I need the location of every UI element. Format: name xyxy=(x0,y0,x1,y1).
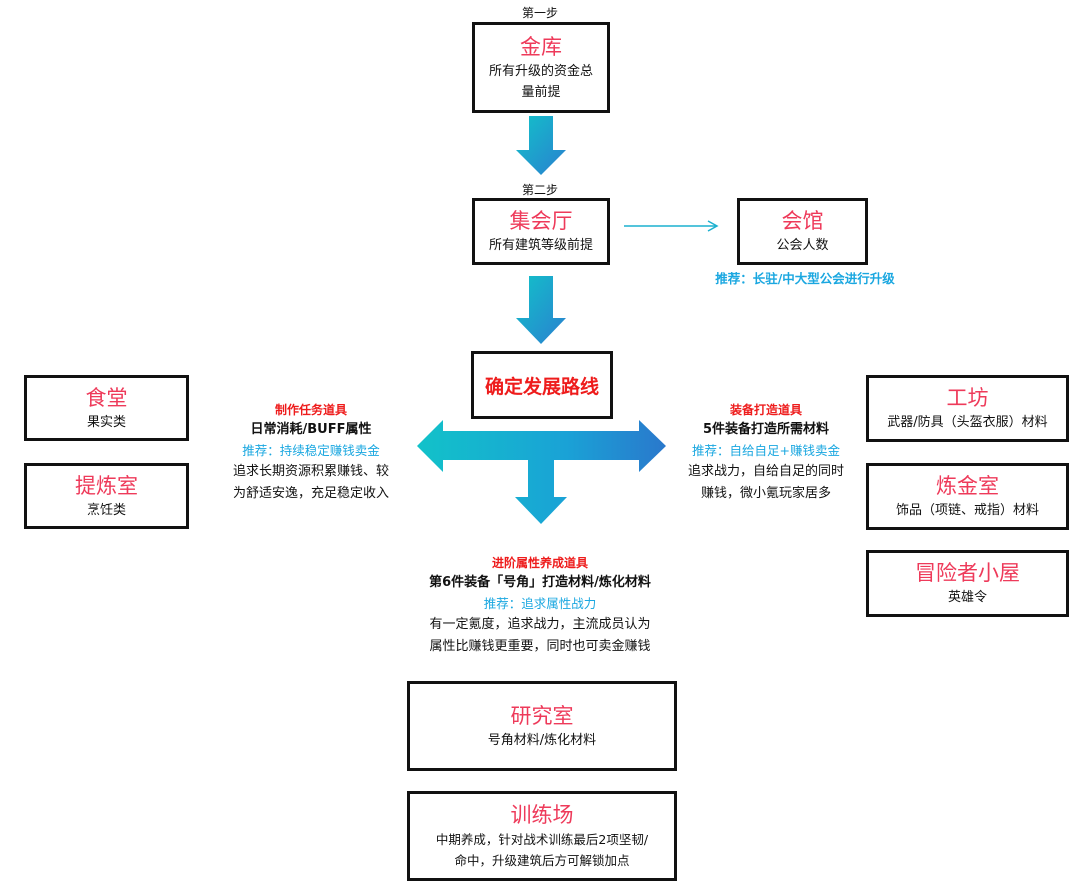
alchemy-node[interactable]: 炼金室 饰品（项链、戒指）材料 xyxy=(866,463,1069,530)
down-branch-desc-line2: 属性比赚钱更重要，同时也可卖金赚钱 xyxy=(429,639,651,654)
left-branch-text: 制作任务道具 日常消耗/BUFF属性 推荐：持续稳定赚钱卖金 追求长期资源积累赚… xyxy=(222,401,400,505)
left-branch-desc-line2: 为舒适安逸，充足稳定收入 xyxy=(232,486,389,501)
research-title: 研究室 xyxy=(510,703,574,728)
branch-arrow xyxy=(417,420,666,524)
down-arrow-1 xyxy=(516,116,566,175)
right-branch-heading: 装备打造道具 xyxy=(729,403,802,417)
refinery-node[interactable]: 提炼室 烹饪类 xyxy=(24,463,189,529)
route-node[interactable]: 确定发展路线 xyxy=(471,351,613,419)
down-branch-heading: 进阶属性养成道具 xyxy=(491,556,588,570)
canteen-desc: 果实类 xyxy=(86,414,126,430)
treasury-node[interactable]: 金库 所有升级的资金总 量前提 xyxy=(472,22,610,113)
left-branch-subheading: 日常消耗/BUFF属性 xyxy=(250,422,372,437)
assembly-hall-title: 集会厅 xyxy=(509,209,573,233)
step2-label: 第二步 xyxy=(521,183,558,197)
treasury-desc-line2: 量前提 xyxy=(521,84,561,100)
right-branch-text: 装备打造道具 5件装备打造所需材料 推荐：自给自足+赚钱卖金 追求战力，自给自足… xyxy=(676,401,856,505)
adventurer-node[interactable]: 冒险者小屋 英雄令 xyxy=(866,550,1069,617)
right-branch-recommend: 推荐：自给自足+赚钱卖金 xyxy=(692,443,840,458)
guild-hall-node[interactable]: 会馆 公会人数 xyxy=(737,198,868,265)
assembly-hall-desc: 所有建筑等级前提 xyxy=(488,238,593,253)
research-node[interactable]: 研究室 号角材料/炼化材料 xyxy=(407,681,677,771)
adventurer-title: 冒险者小屋 xyxy=(915,561,1020,585)
connector-arrowhead xyxy=(707,220,719,232)
down-branch-desc-line1: 有一定氪度，追求战力，主流成员认为 xyxy=(429,617,651,632)
training-desc-line2: 命中，升级建筑后方可解锁加点 xyxy=(454,853,630,868)
training-title: 训练场 xyxy=(510,803,574,827)
right-branch-desc-line1: 追求战力，自给自足的同时 xyxy=(687,464,844,479)
down-branch-recommend: 推荐：追求属性战力 xyxy=(483,596,597,611)
right-branch-subheading: 5件装备打造所需材料 xyxy=(702,422,830,437)
research-desc: 号角材料/炼化材料 xyxy=(487,732,597,748)
workshop-desc: 武器/防具（头盔衣服）材料 xyxy=(887,415,1048,430)
workshop-title: 工坊 xyxy=(946,386,989,410)
training-desc-line1: 中期养成，针对战术训练最后2项坚韧/ xyxy=(435,832,649,847)
right-branch-desc-line2: 赚钱，微小氪玩家居多 xyxy=(700,486,831,501)
refinery-desc: 烹饪类 xyxy=(86,502,126,518)
refinery-title: 提炼室 xyxy=(75,473,138,498)
canteen-node[interactable]: 食堂 果实类 xyxy=(24,375,189,441)
adventurer-desc: 英雄令 xyxy=(947,590,987,605)
training-node[interactable]: 训练场 中期养成，针对战术训练最后2项坚韧/ 命中，升级建筑后方可解锁加点 xyxy=(407,791,677,881)
down-arrow-2 xyxy=(516,276,566,344)
guild-hall-title: 会馆 xyxy=(781,209,824,233)
route-title: 确定发展路线 xyxy=(484,375,599,398)
treasury-title: 金库 xyxy=(520,34,562,59)
workshop-node[interactable]: 工坊 武器/防具（头盔衣服）材料 xyxy=(866,375,1069,442)
step1-label: 第一步 xyxy=(521,6,558,20)
left-branch-desc-line1: 追求长期资源积累赚钱、较 xyxy=(232,464,389,479)
assembly-hall-node[interactable]: 集会厅 所有建筑等级前提 xyxy=(472,198,610,265)
guild-hall-desc: 公会人数 xyxy=(776,238,829,253)
alchemy-title: 炼金室 xyxy=(936,474,999,498)
guild-hall-recommend: 推荐：长驻/中大型公会进行升级 xyxy=(715,271,895,286)
treasury-desc-line1: 所有升级的资金总 xyxy=(488,63,593,79)
left-branch-recommend: 推荐：持续稳定赚钱卖金 xyxy=(242,443,380,458)
alchemy-desc: 饰品（项链、戒指）材料 xyxy=(895,503,1039,518)
canteen-title: 食堂 xyxy=(85,385,128,410)
left-branch-heading: 制作任务道具 xyxy=(274,403,347,417)
down-branch-subheading: 第6件装备「号角」打造材料/炼化材料 xyxy=(429,575,651,590)
down-branch-text: 进阶属性养成道具 第6件装备「号角」打造材料/炼化材料 推荐：追求属性战力 有一… xyxy=(390,554,690,658)
